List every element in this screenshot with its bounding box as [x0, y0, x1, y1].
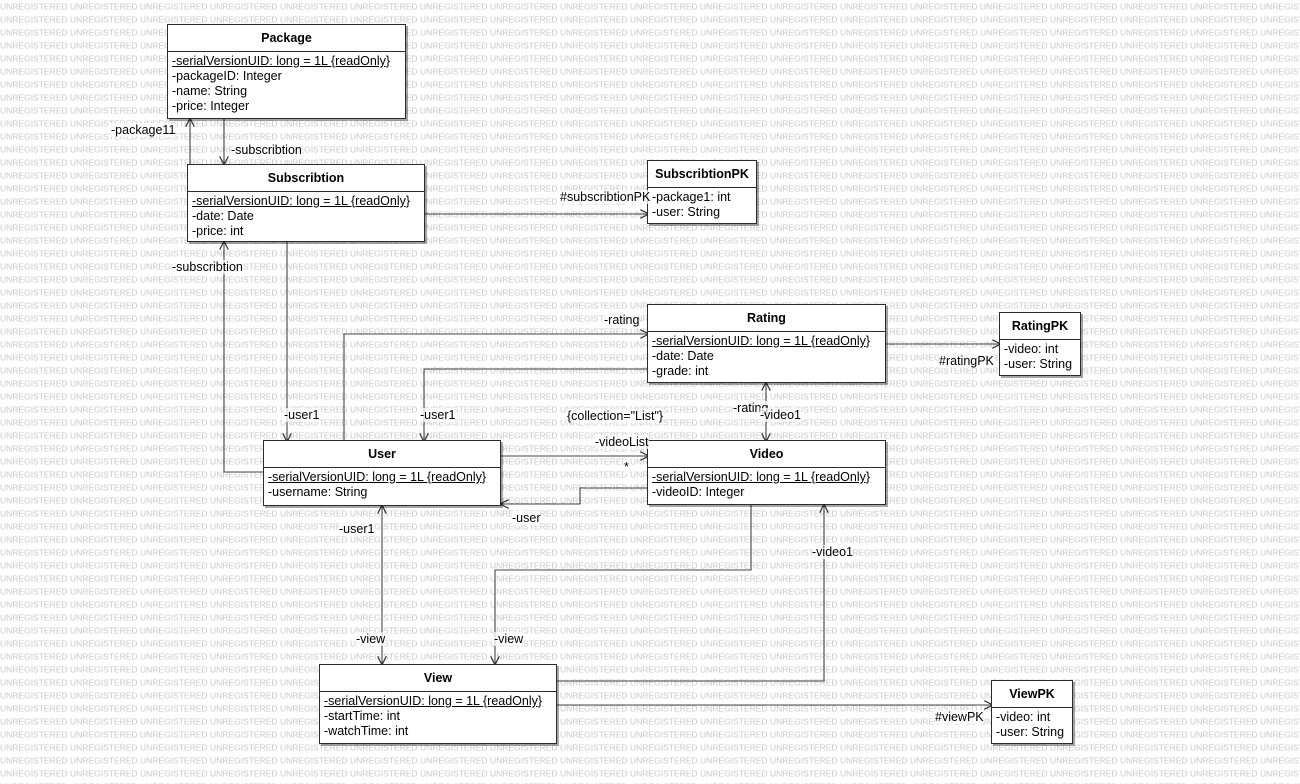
rating-attr-serialversionuid: -serialVersionUID: long = 1L {readOnly}	[652, 334, 871, 348]
label-rating-user: -rating	[604, 313, 640, 327]
video-class-name: Video	[648, 441, 885, 468]
label-user1-subscribtion: -user1	[284, 408, 320, 422]
label-video1-rating: -video1	[760, 408, 801, 422]
label-subscribtionpk: #subscribtionPK	[560, 190, 651, 204]
label-collection-list: {collection="List"}	[567, 409, 664, 423]
ratingpk-attributes: -video: int -user: String	[1000, 340, 1080, 374]
edge-video-to-user[interactable]	[501, 487, 648, 504]
user-class-name: User	[264, 441, 500, 468]
edge-view-to-video[interactable]	[557, 505, 824, 682]
user-attr-username: -username: String	[268, 485, 368, 499]
edge-video-to-view[interactable]	[495, 505, 752, 664]
package-class-name: Package	[168, 25, 405, 52]
rating-attributes: -serialVersionUID: long = 1L {readOnly} …	[648, 332, 885, 381]
viewpk-attr-user: -user: String	[996, 725, 1065, 739]
viewpk-attributes: -video: int -user: String	[992, 708, 1072, 742]
view-attr-starttime: -startTime: int	[324, 709, 400, 723]
package-class[interactable]: Package -serialVersionUID: long = 1L {re…	[167, 24, 406, 119]
subscribtion-attr-date: -date: Date	[192, 209, 254, 223]
rating-attr-date: -date: Date	[652, 349, 714, 363]
label-video1-view: -video1	[812, 545, 853, 559]
view-class-name: View	[320, 665, 556, 692]
label-user1-rating: -user1	[420, 408, 456, 422]
view-class[interactable]: View -serialVersionUID: long = 1L {readO…	[319, 664, 557, 744]
rating-class-name: Rating	[648, 305, 885, 332]
label-viewpk: #viewPK	[935, 710, 984, 724]
label-view-video: -view	[494, 632, 524, 646]
view-attr-serialversionuid: -serialVersionUID: long = 1L {readOnly}	[324, 694, 543, 708]
rating-class[interactable]: Rating -serialVersionUID: long = 1L {rea…	[647, 304, 886, 383]
subscribtion-class-name: Subscribtion	[188, 165, 424, 192]
label-rating-video: -rating	[733, 401, 769, 415]
package-attr-serialversionuid: -serialVersionUID: long = 1L {readOnly}	[172, 54, 391, 68]
edge-rating-to-user[interactable]	[424, 368, 648, 441]
user-attributes: -serialVersionUID: long = 1L {readOnly} …	[264, 468, 500, 502]
video-attr-videoid: -videoID: Integer	[652, 485, 745, 499]
subscribtionpk-class[interactable]: SubscribtionPK -package1: int -user: Str…	[647, 160, 757, 224]
edge-user-to-rating[interactable]	[343, 334, 648, 441]
view-attributes: -serialVersionUID: long = 1L {readOnly} …	[320, 692, 556, 741]
package-attr-price: -price: Integer	[172, 99, 250, 113]
label-ratingpk: #ratingPK	[939, 354, 994, 368]
package-attr-packageid: -packageID: Integer	[172, 69, 282, 83]
subscribtionpk-class-name: SubscribtionPK	[648, 161, 756, 188]
label-view-user: -view	[356, 632, 386, 646]
subscribtion-attr-price: -price: int	[192, 224, 244, 238]
user-attr-serialversionuid: -serialVersionUID: long = 1L {readOnly}	[268, 470, 487, 484]
ratingpk-attr-video: -video: int	[1004, 342, 1059, 356]
label-subscribtion-package: -subscribtion	[231, 143, 302, 157]
subscribtion-class[interactable]: Subscribtion -serialVersionUID: long = 1…	[187, 164, 425, 242]
label-multiplicity-star: *	[624, 460, 629, 474]
package-attributes: -serialVersionUID: long = 1L {readOnly} …	[168, 52, 405, 116]
view-attr-watchtime: -watchTime: int	[324, 724, 409, 738]
video-attributes: -serialVersionUID: long = 1L {readOnly} …	[648, 468, 885, 502]
subscribtionpk-attr-user: -user: String	[652, 205, 721, 219]
video-class[interactable]: Video -serialVersionUID: long = 1L {read…	[647, 440, 886, 505]
subscribtion-attributes: -serialVersionUID: long = 1L {readOnly} …	[188, 192, 424, 241]
ratingpk-class[interactable]: RatingPK -video: int -user: String	[999, 312, 1081, 376]
viewpk-class[interactable]: ViewPK -video: int -user: String	[991, 680, 1073, 744]
package-attr-name: -name: String	[172, 84, 248, 98]
subscribtionpk-attributes: -package1: int -user: String	[648, 188, 756, 222]
label-package11: -package11	[111, 123, 176, 137]
label-user1-view: -user1	[339, 522, 375, 536]
user-class[interactable]: User -serialVersionUID: long = 1L {readO…	[263, 440, 501, 506]
edge-user-to-subscribtion[interactable]	[224, 242, 263, 473]
viewpk-class-name: ViewPK	[992, 681, 1072, 708]
ratingpk-class-name: RatingPK	[1000, 313, 1080, 340]
label-user-video: -user	[512, 511, 541, 525]
label-videolist: -videoList	[595, 435, 649, 449]
ratingpk-attr-user: -user: String	[1004, 357, 1073, 371]
subscribtion-attr-serialversionuid: -serialVersionUID: long = 1L {readOnly}	[192, 194, 411, 208]
label-subscribtion-user: -subscribtion	[172, 260, 243, 274]
video-attr-serialversionuid: -serialVersionUID: long = 1L {readOnly}	[652, 470, 871, 484]
subscribtionpk-attr-package1: -package1: int	[652, 190, 731, 204]
rating-attr-grade: -grade: int	[652, 364, 709, 378]
viewpk-attr-video: -video: int	[996, 710, 1051, 724]
